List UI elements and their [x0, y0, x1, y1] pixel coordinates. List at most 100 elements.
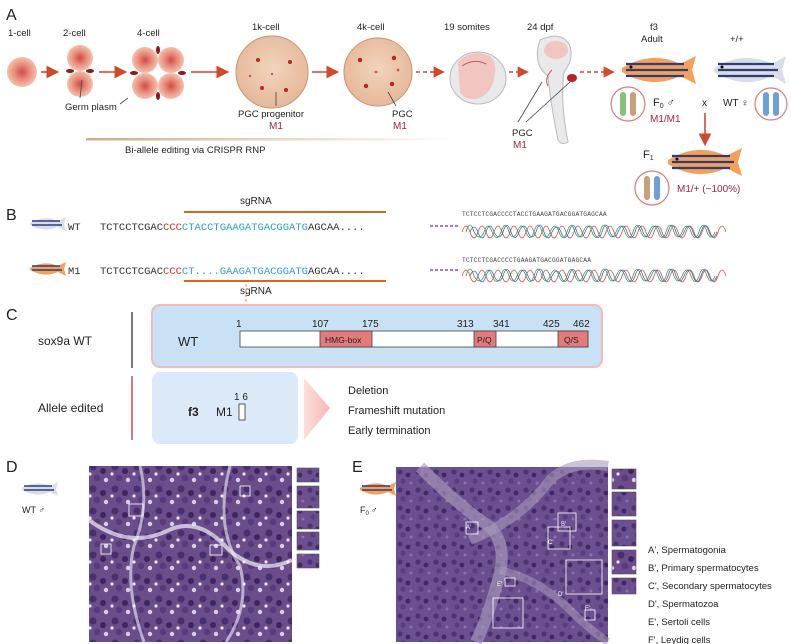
- tissue-gap-2: [129, 465, 146, 643]
- m1-chromatogram: TCTCCTCGACCCCTGAAGATGACGGATGAGCAA: [461, 257, 727, 283]
- f0-male-label-e: F0♂: [360, 505, 378, 517]
- cross-symbol: x: [702, 98, 707, 109]
- chromosome-tan: [630, 92, 636, 116]
- panel-label-a: A: [6, 7, 17, 24]
- embryo-2cell: [66, 45, 94, 97]
- pgc-pointer-24dpf-2: [525, 81, 571, 123]
- pos-313: 313: [457, 319, 474, 330]
- pos-175: 175: [362, 319, 379, 330]
- f0-label: F0♂: [653, 97, 675, 110]
- panel-label-c: C: [6, 307, 18, 324]
- legend-sertoli-cells: E', Sertoli cells: [648, 617, 710, 628]
- sgrna-bar-wt: [184, 211, 386, 213]
- inset-d-3: [296, 510, 320, 530]
- inset-d-5: [296, 553, 320, 569]
- wt-protein-bar: [239, 330, 589, 348]
- wt-chromatogram: TCTCCTCGACCCCTACCTGAAGATGACGGATGAGCAA: [461, 211, 727, 239]
- effect-frameshift: Frameshift mutation: [348, 405, 445, 417]
- inset-e-3: [611, 519, 637, 547]
- embryo-4kcell: [343, 37, 413, 107]
- germ-plasm-label: Germ plasm: [65, 102, 117, 113]
- interstitial-2: [468, 459, 609, 545]
- fish-icon-m1-b: [30, 262, 66, 276]
- m1-label-4k: M1: [393, 121, 407, 132]
- stage-label-1kcell: 1k-cell: [252, 22, 279, 33]
- f1-genotype: M1/+ (~100%): [677, 184, 740, 195]
- pos-462: 462: [573, 319, 590, 330]
- f3-label: f3: [650, 22, 658, 33]
- wt-seq-label: WT: [68, 222, 81, 234]
- tissue-gap-3: [222, 465, 245, 643]
- domain-pq: [473, 330, 497, 348]
- pos-425: 425: [543, 319, 560, 330]
- chromosome-f1-blue: [654, 176, 660, 200]
- effect-arrow: [304, 378, 330, 440]
- roi-d-2: [209, 544, 223, 556]
- interstitial-3: [499, 566, 611, 644]
- wt-sequence: TCTCCTCGACCCCCTACCTGAAGATGACGGATGAGCAA..…: [100, 222, 365, 234]
- effect-deletion: Deletion: [348, 385, 388, 397]
- domain-pq-label: P/Q: [477, 335, 492, 345]
- effect-early-termination: Early termination: [348, 425, 431, 437]
- allele-f3: f3: [188, 405, 199, 419]
- stage-label-2cell: 2-cell: [63, 28, 86, 39]
- roi-d-1: [128, 503, 144, 517]
- f0-genotype: M1/M1: [650, 114, 681, 125]
- truncated-protein: [238, 403, 246, 421]
- allele-positions: 1 6: [234, 392, 248, 403]
- pgc-label-4k: PGC: [392, 109, 413, 120]
- domain-hmg-box: [319, 330, 373, 348]
- fish-icon-e: [360, 482, 396, 496]
- m1-label-24dpf: M1: [513, 140, 527, 151]
- allele-m1: M1: [216, 405, 233, 419]
- svg-text:A': A': [466, 525, 471, 531]
- pos-107: 107: [312, 319, 329, 330]
- editing-bar: [86, 138, 456, 141]
- adult-label: Adult: [641, 34, 663, 45]
- embryo-1kcell: [235, 35, 309, 109]
- pgc-progenitor-label: PGC progenitor: [238, 109, 304, 120]
- inset-d-2: [296, 485, 320, 509]
- roi-d-3: [100, 543, 112, 555]
- wt-plus-label: +/+: [730, 34, 744, 45]
- svg-text:D': D': [558, 592, 563, 598]
- sgrna-label-m1: sgRNA: [240, 286, 272, 297]
- f1-chromosome-icon: [634, 170, 670, 206]
- allele-label: Allele edited: [38, 401, 103, 415]
- inset-e-2: [611, 491, 637, 517]
- svg-text:C': C': [548, 540, 553, 546]
- domain-qs: [557, 330, 589, 348]
- svg-text:F': F': [585, 606, 590, 612]
- legend-spermatozoa: D', Spermatozoa: [648, 599, 719, 610]
- stage-label-19somites: 19 somites: [444, 22, 490, 33]
- fish-wt-female: [714, 56, 786, 84]
- roi-d-4: [239, 485, 251, 497]
- legend-secondary-spermatocytes: C', Secondary spermatocytes: [648, 581, 772, 592]
- svg-text:TCTCCTCGACCCCTGAAGATGACGGATGAG: TCTCCTCGACCCCTGAAGATGACGGATGAGCAA: [462, 257, 591, 264]
- embryo-19somites: [449, 51, 507, 105]
- legend-spermatogonia: A', Spermatogonia: [648, 545, 727, 556]
- fish-icon-d: [22, 482, 58, 496]
- sgrna-bar-m1: [184, 280, 386, 282]
- legend-primary-spermatocytes: B', Primary spermatocytes: [648, 563, 759, 574]
- panel-label-e: E: [352, 459, 363, 476]
- stage-label-24dpf: 24 dpf: [527, 22, 554, 33]
- f0-chromosome-icon: [610, 86, 646, 122]
- embryo-4cell: [130, 46, 186, 100]
- wt-chromosome-icon: [754, 87, 788, 121]
- svg-text:B': B': [561, 522, 566, 528]
- domain-hmg-box-label: HMG-box: [325, 335, 362, 345]
- chromosome-blue-2: [773, 92, 779, 116]
- chromosome-f1-tan: [644, 176, 650, 200]
- cell-type-legend: A', Spermatogonia B', Primary spermatocy…: [648, 545, 772, 644]
- histology-wt: [89, 466, 292, 642]
- pos-1: 1: [236, 319, 242, 330]
- m1-label-1kcell: M1: [269, 121, 283, 132]
- roi-boxes-e: A' B' C' D' E' F': [465, 512, 603, 629]
- stage-label-4kcell: 4k-cell: [357, 22, 384, 33]
- wt-protein-label: WT: [178, 334, 198, 349]
- pgc-pointer-24dpf: [517, 81, 543, 123]
- legend-leydig-cells: F', Leydig cells: [648, 635, 711, 644]
- m1-seq-label: M1: [68, 266, 81, 278]
